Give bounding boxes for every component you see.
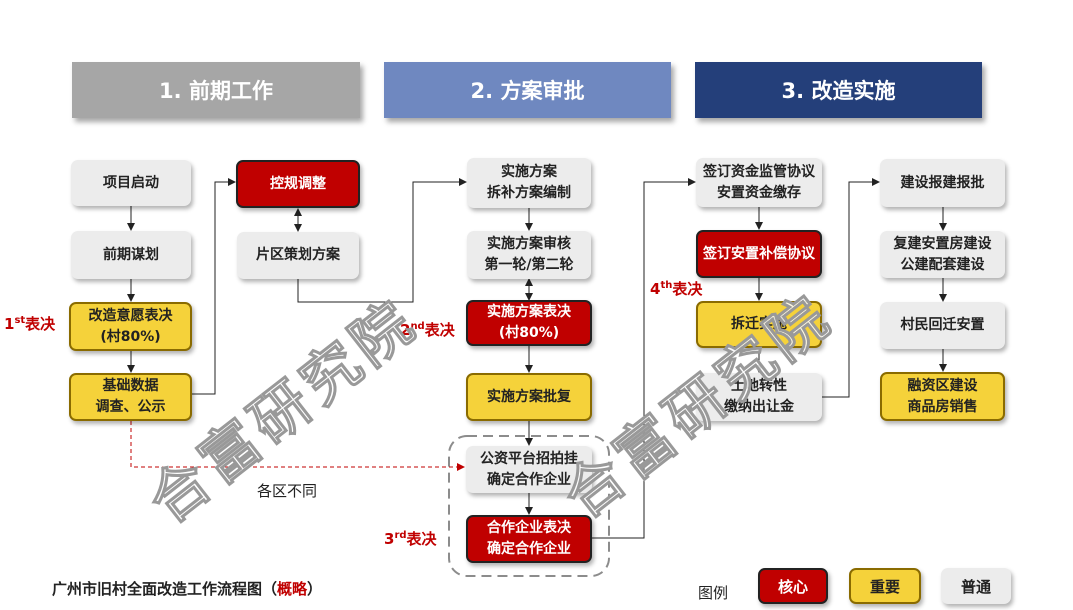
vote-label-second: 2nd表决: [400, 321, 455, 339]
box-partner-vote: 合作企业表决 确定合作企业: [466, 515, 592, 563]
arrow-district-to-impl: [297, 178, 467, 303]
legend-core: 核心: [758, 568, 828, 604]
box-project-start: 项目启动: [71, 160, 191, 206]
box-impl-plan-approval: 实施方案批复: [466, 373, 592, 421]
box-compensation-agreement: 签订安置补偿协议: [696, 230, 822, 278]
legend-important: 重要: [849, 568, 921, 604]
box-pre-planning: 前期谋划: [71, 231, 191, 279]
box-impl-plan-review: 实施方案审核 第一轮/第二轮: [467, 231, 591, 279]
phase-header-2: 2. 方案审批: [384, 62, 671, 118]
vote-label-fourth: 4th表决: [650, 280, 703, 298]
vote-label-first: 1st表决: [4, 315, 56, 333]
box-willingness-vote: 改造意愿表决 (村80%): [69, 302, 192, 351]
phase-header-1: 1. 前期工作: [72, 62, 360, 118]
box-relocation: 拆迁实施: [696, 301, 822, 348]
box-basic-data: 基础数据 调查、公示: [69, 373, 192, 421]
box-district-plan: 片区策划方案: [237, 232, 359, 279]
arrow-data-to-control: [192, 178, 236, 395]
diagram-title: 广州市旧村全面改造工作流程图（概略）: [52, 580, 323, 598]
arrow-partner-to-fund: [592, 178, 696, 539]
phase-header-3: 3. 改造实施: [695, 62, 982, 118]
box-public-platform: 公资平台招拍挂 确定合作企业: [466, 446, 592, 493]
note-districts-differ: 各区不同: [257, 482, 318, 500]
legend-label: 图例: [698, 584, 729, 602]
dashed-arrow-to-platform: [130, 421, 465, 471]
arrow-land-to-construction: [822, 178, 880, 398]
legend-normal: 普通: [941, 568, 1011, 604]
box-villager-return: 村民回迁安置: [880, 302, 1005, 349]
vote-label-third: 3rd表决: [384, 530, 437, 548]
box-control-adjust: 控规调整: [236, 160, 360, 208]
box-impl-plan-compile: 实施方案 拆补方案编制: [467, 158, 591, 208]
box-construction-approval: 建设报建报批: [880, 159, 1005, 207]
box-fund-agreement: 签订资金监管协议 安置资金缴存: [696, 158, 822, 207]
box-financing-sales: 融资区建设 商品房销售: [880, 372, 1005, 421]
box-impl-plan-vote: 实施方案表决 (村80%): [466, 300, 592, 346]
partner-selection-group: [448, 435, 610, 577]
box-resettlement-housing: 复建安置房建设 公建配套建设: [880, 231, 1005, 278]
box-land-transfer: 土地转性 缴纳出让金: [696, 373, 822, 421]
